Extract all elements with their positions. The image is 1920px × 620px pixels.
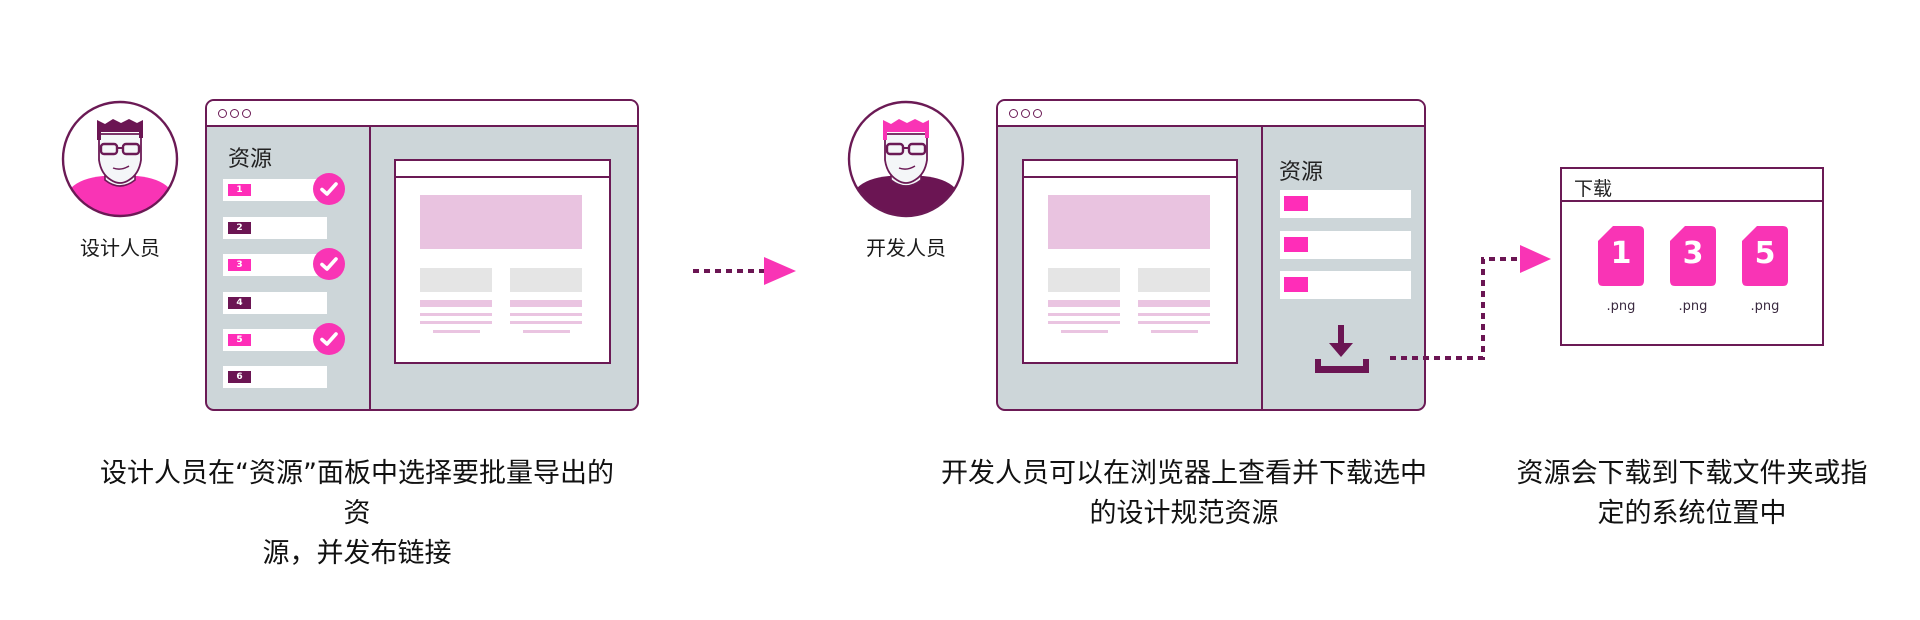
asset-badge: 6 xyxy=(228,371,251,383)
step3-caption-line2: 定的系统位置中 xyxy=(1597,498,1787,529)
asset-row[interactable]: 6 xyxy=(223,366,327,388)
file-extension-label: .png xyxy=(1678,299,1708,314)
checkmark-icon[interactable] xyxy=(313,248,345,280)
artboard-header xyxy=(396,161,609,178)
png-file-icon[interactable]: 3 xyxy=(1670,226,1716,286)
step3-caption-line1: 资源会下载到下载文件夹或指 xyxy=(1516,458,1868,489)
step1-caption: 设计人员在“资源”面板中选择要批量导出的资 源，并发布链接 xyxy=(97,454,617,574)
artboard-text-line xyxy=(1138,300,1210,307)
artboard-text-line xyxy=(1138,313,1210,316)
developer-avatar-icon xyxy=(847,100,965,218)
asset-badge: 1 xyxy=(228,184,251,196)
checkmark-icon[interactable] xyxy=(313,323,345,355)
window-dot-icon xyxy=(1021,109,1030,118)
artboard-text-line xyxy=(433,330,480,333)
sidebar-divider xyxy=(1261,127,1263,409)
assets-panel-title: 资源 xyxy=(228,147,273,172)
step2-caption-line2: 的设计规范资源 xyxy=(1089,498,1279,529)
asset-row[interactable] xyxy=(1280,271,1411,299)
step2-caption: 开发人员可以在浏览器上查看并下载选中 的设计规范资源 xyxy=(924,454,1444,534)
artboard-text-line xyxy=(1048,321,1120,324)
asset-badge: 3 xyxy=(228,259,251,271)
window-dot-icon xyxy=(242,109,251,118)
window-dot-icon xyxy=(1033,109,1042,118)
developer-avatar xyxy=(847,100,965,218)
asset-row[interactable]: 3 xyxy=(223,254,327,276)
asset-badge: 4 xyxy=(228,297,251,309)
downloads-folder-header: 下载 xyxy=(1562,169,1822,202)
window-titlebar xyxy=(998,101,1424,127)
designer-role-label: 设计人员 xyxy=(80,236,160,260)
artboard-text-line xyxy=(510,321,582,324)
artboard-image-block xyxy=(420,268,492,292)
artboard-image-block xyxy=(510,268,582,292)
asset-row[interactable]: 1 xyxy=(223,179,327,201)
step3-caption: 资源会下载到下载文件夹或指 定的系统位置中 xyxy=(1492,454,1892,534)
artboard-text-line xyxy=(510,300,582,307)
artboard-header xyxy=(1024,161,1236,178)
arrow-right-icon xyxy=(693,257,796,285)
asset-badge: 2 xyxy=(228,222,251,234)
asset-thumbnail xyxy=(1284,196,1308,211)
artboard-image-block xyxy=(1138,268,1210,292)
artboard-text-line xyxy=(1048,313,1120,316)
canvas-artboard xyxy=(394,159,611,364)
step1-caption-line2: 源，并发布链接 xyxy=(262,538,452,569)
png-file-icon[interactable]: 1 xyxy=(1598,226,1644,286)
download-button[interactable] xyxy=(1313,323,1371,375)
checkmark-icon[interactable] xyxy=(313,173,345,205)
artboard-text-line xyxy=(420,313,492,316)
designer-avatar-icon xyxy=(61,100,179,218)
asset-row[interactable]: 5 xyxy=(223,329,327,351)
asset-row[interactable] xyxy=(1280,190,1411,218)
asset-badge: 5 xyxy=(228,334,251,346)
window-titlebar xyxy=(207,101,637,127)
artboard-text-line xyxy=(510,313,582,316)
assets-panel-title: 资源 xyxy=(1279,160,1324,185)
designer-app-window: 资源 1 2 3 4 5 6 xyxy=(205,99,639,411)
step1-caption-line1: 设计人员在“资源”面板中选择要批量导出的资 xyxy=(100,458,614,529)
asset-row[interactable]: 4 xyxy=(223,292,327,314)
designer-avatar xyxy=(61,100,179,218)
sidebar-divider xyxy=(369,127,371,409)
file-number: 5 xyxy=(1754,236,1776,271)
artboard-text-line xyxy=(420,300,492,307)
step2-caption-line1: 开发人员可以在浏览器上查看并下载选中 xyxy=(941,458,1427,489)
file-number: 3 xyxy=(1682,236,1704,271)
asset-thumbnail xyxy=(1284,237,1308,252)
file-extension-label: .png xyxy=(1750,299,1780,314)
artboard-text-line xyxy=(523,330,570,333)
artboard-image-block xyxy=(1048,268,1120,292)
window-dot-icon xyxy=(218,109,227,118)
asset-thumbnail xyxy=(1284,277,1308,292)
window-dot-icon xyxy=(1009,109,1018,118)
spec-artboard xyxy=(1022,159,1238,364)
artboard-text-line xyxy=(420,321,492,324)
asset-row[interactable]: 2 xyxy=(223,217,327,239)
artboard-text-line xyxy=(1138,321,1210,324)
download-icon xyxy=(1315,325,1369,373)
artboard-text-line xyxy=(1061,330,1108,333)
artboard-text-line xyxy=(1048,300,1120,307)
developer-role-label: 开发人员 xyxy=(866,236,946,260)
asset-row[interactable] xyxy=(1280,231,1411,259)
downloads-folder-title: 下载 xyxy=(1574,178,1613,200)
artboard-hero-block xyxy=(1048,195,1210,249)
file-extension-label: .png xyxy=(1606,299,1636,314)
downloads-folder-window: 下载 1 .png 3 .png 5 .png xyxy=(1560,167,1824,346)
artboard-text-line xyxy=(1151,330,1198,333)
developer-browser-window: 资源 xyxy=(996,99,1426,411)
window-dot-icon xyxy=(230,109,239,118)
artboard-hero-block xyxy=(420,195,582,249)
png-file-icon[interactable]: 5 xyxy=(1742,226,1788,286)
file-number: 1 xyxy=(1610,236,1632,271)
